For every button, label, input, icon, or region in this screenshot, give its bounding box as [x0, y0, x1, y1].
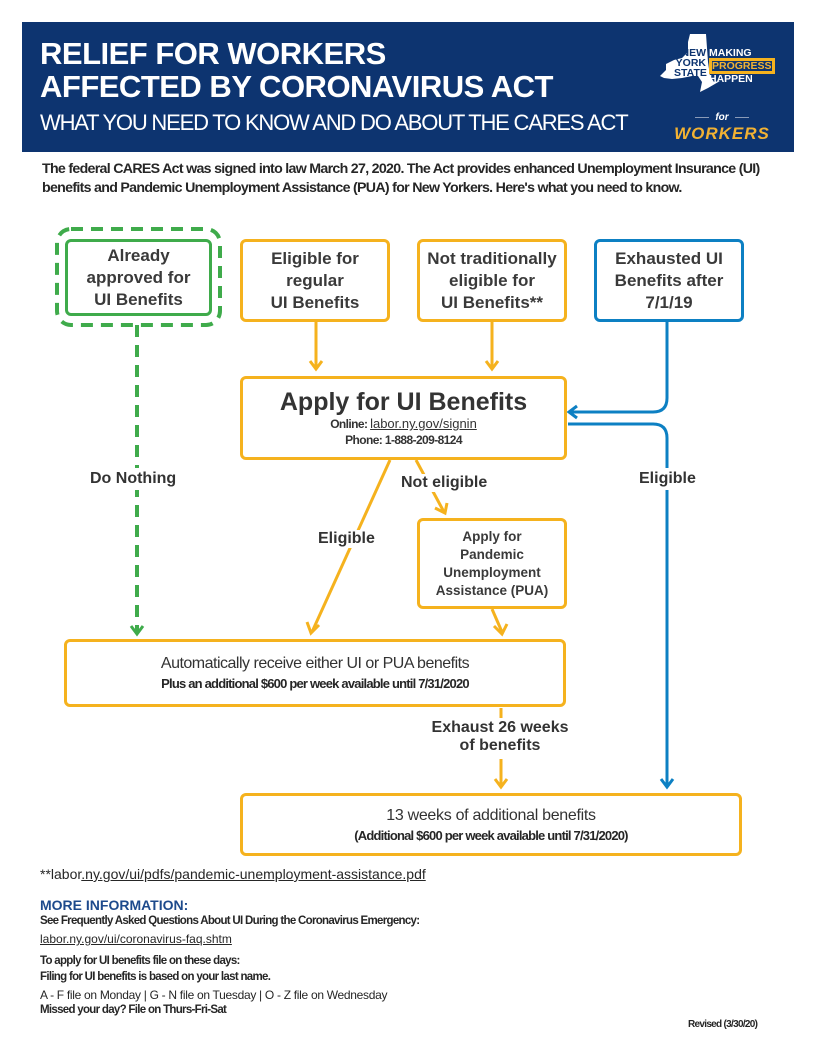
for-label: for [652, 112, 792, 123]
extra-line-2: (Additional $600 per week available unti… [354, 827, 628, 843]
title-line-2: AFFECTED BY CORONAVIRUS ACT [40, 69, 553, 104]
box-automatically-receive: Automatically receive either UI or PUA b… [64, 639, 566, 707]
auto-line-2: Plus an additional $600 per week availab… [161, 676, 469, 691]
pua-pdf-link[interactable]: .ny.gov/ui/pdfs/pandemic-unemployment-as… [81, 866, 426, 882]
faq-text: See Frequently Asked Questions About UI … [40, 915, 420, 927]
pua-to-auto-arrow [490, 608, 504, 633]
apply-title: Apply for UI Benefits [279, 388, 528, 416]
header-banner: RELIEF FOR WORKERS AFFECTED BY CORONAVIR… [22, 22, 794, 152]
label-exhaust-weeks: Exhaust 26 weeks of benefits [431, 719, 569, 754]
box-already-approved: Already approved for UI Benefits [65, 239, 212, 316]
footnote: **labor.ny.gov/ui/pdfs/pandemic-unemploy… [40, 866, 426, 882]
filing-schedule: A - F file on Monday | G - N file on Tue… [40, 988, 388, 1002]
label-eligible-right: Eligible [637, 468, 698, 490]
state-wordmark: NEW YORK STATE [674, 47, 707, 79]
box-apply-ui-benefits: Apply for UI Benefits Online: labor.ny.g… [240, 376, 567, 460]
exhausted-to-apply-arrow [570, 322, 669, 414]
slogan-wordmark: MAKING PROGRESS HAPPEN [709, 48, 775, 84]
intro-paragraph: The federal CARES Act was signed into la… [42, 161, 760, 196]
filing-basis: Filing for UI benefits is based on your … [40, 971, 271, 983]
title-line-1: RELIEF FOR WORKERS [40, 36, 386, 71]
box-apply-pua: Apply for Pandemic Unemployment Assistan… [417, 518, 567, 609]
approved-dashed-frame [55, 227, 222, 327]
more-info-heading: MORE INFORMATION: [40, 897, 189, 913]
faq-link[interactable]: labor.ny.gov/ui/coronavirus-faq.shtm [40, 932, 232, 946]
apply-online-row: Online: labor.ny.gov/signin [330, 416, 477, 431]
extra-line-1: 13 weeks of additional benefits [386, 806, 596, 824]
workers-label: WORKERS [674, 124, 770, 143]
box-not-traditionally-eligible: Not traditionally eligible for UI Benefi… [417, 239, 567, 322]
filing-days-intro: To apply for UI benefits file on these d… [40, 955, 240, 967]
label-not-eligible: Not eligible [401, 474, 488, 492]
missed-day-note: Missed your day? File on Thurs-Fri-Sat [40, 1004, 227, 1016]
auto-line-1: Automatically receive either UI or PUA b… [160, 655, 470, 672]
new-york-state-map-icon [660, 34, 720, 92]
subtitle: WHAT YOU NEED TO KNOW AND DO ABOUT THE C… [40, 110, 629, 135]
signin-link[interactable]: labor.ny.gov/signin [370, 416, 477, 431]
do-nothing-arrowhead [129, 625, 145, 637]
label-do-nothing: Do Nothing [88, 468, 179, 490]
revised-date: Revised (3/30/20) [688, 1019, 758, 1030]
apply-eligible-to-extra-arrow [568, 422, 669, 786]
apply-phone: Phone: 1-888-209-8124 [345, 433, 462, 447]
box-exhausted-ui: Exhausted UI Benefits after 7/1/19 [594, 239, 744, 322]
box-eligible-regular: Eligible for regular UI Benefits [240, 239, 390, 322]
box-13-weeks-additional: 13 weeks of additional benefits (Additio… [240, 793, 742, 856]
nys-logo: NEW YORK STATE MAKING PROGRESS HAPPEN fo… [652, 32, 792, 147]
label-eligible-left: Eligible [318, 530, 375, 548]
